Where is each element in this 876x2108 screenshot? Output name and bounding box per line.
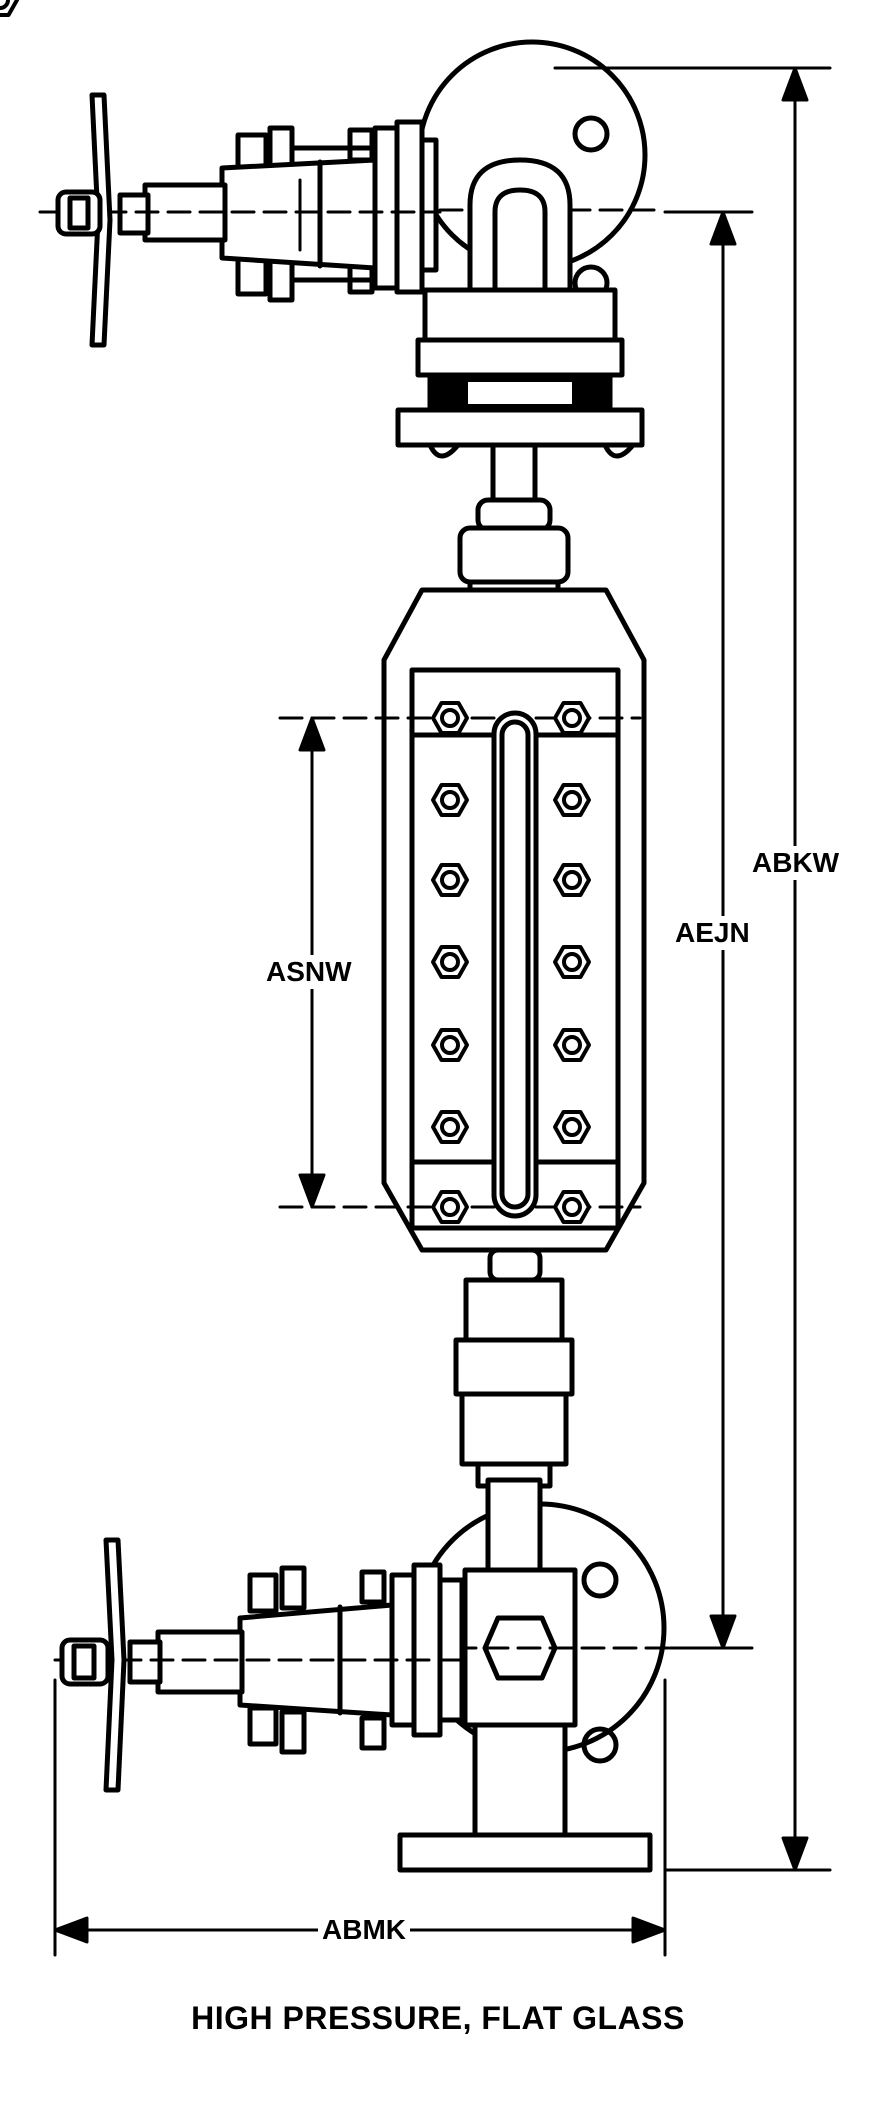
gauge-body <box>278 587 647 1253</box>
dimension-label-asnw: ASNW <box>262 955 356 989</box>
dimension-label-aejn: AEJN <box>671 916 754 950</box>
figure-caption: HIGH PRESSURE, FLAT GLASS <box>191 2000 685 2036</box>
upper-valve-assembly <box>38 39 662 459</box>
lower-connector <box>453 1247 575 1489</box>
lower-valve-assembly <box>53 1477 672 1873</box>
dimension-label-abkw: ABKW <box>748 846 844 880</box>
cover-bolts <box>0 0 591 1224</box>
dimension-label-abmk: ABMK <box>318 1913 410 1947</box>
